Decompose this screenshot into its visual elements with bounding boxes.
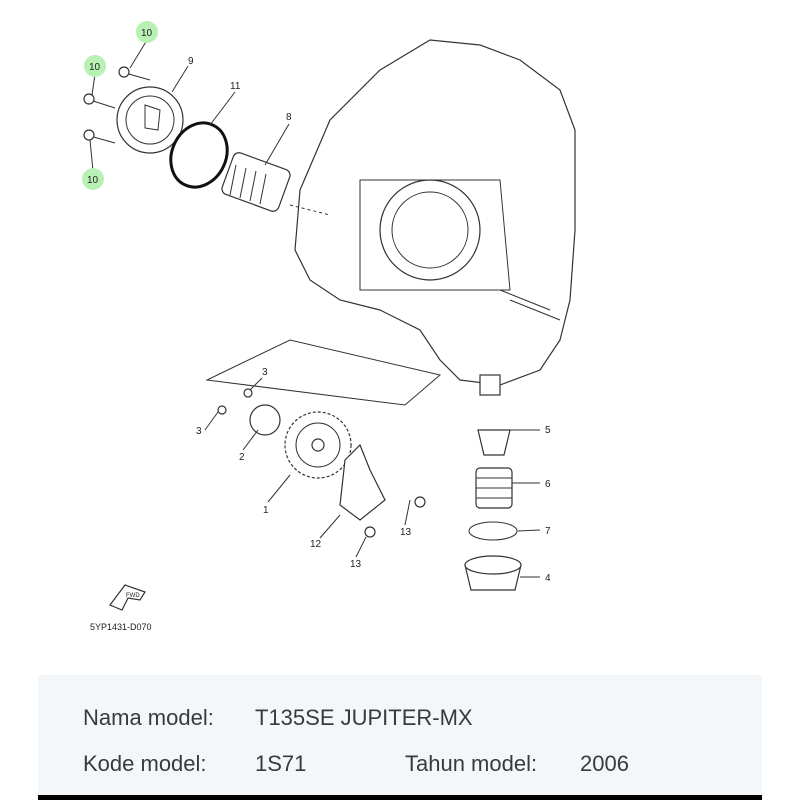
callout-4: 4	[545, 573, 551, 584]
model-year-label: Tahun model:	[405, 751, 538, 776]
callout-9: 9	[188, 56, 194, 67]
leader-lines	[89, 39, 541, 578]
model-name-label: Nama model:	[83, 705, 214, 730]
callout-5: 5	[545, 425, 551, 436]
model-info-panel: Nama model: T135SE JUPITER-MX Kode model…	[38, 675, 762, 795]
bolts	[83, 66, 151, 144]
callout-8: 8	[286, 112, 292, 123]
parts-diagram: 10 10 10 9 11 8 3 3 2 1 12 13 13 5 6 7 4…	[82, 21, 576, 632]
model-year-value: 2006	[580, 751, 629, 776]
callout-3b: 3	[196, 426, 202, 437]
callout-10a: 10	[141, 28, 153, 39]
strainer-stack	[464, 429, 522, 591]
oil-pump-group	[217, 388, 426, 538]
callout-13a: 13	[400, 527, 412, 538]
fwd-arrow-icon: FWD	[109, 584, 146, 611]
callout-1: 1	[263, 505, 269, 516]
callout-7: 7	[545, 526, 551, 537]
oil-filter-cover	[116, 86, 184, 154]
fwd-label: FWD	[126, 593, 140, 599]
o-ring-large	[169, 121, 229, 189]
callout-10c: 10	[87, 175, 99, 186]
callout-3a: 3	[262, 367, 268, 378]
callout-13b: 13	[350, 559, 362, 570]
model-name-value: T135SE JUPITER-MX	[255, 705, 473, 730]
crankcase-drawing	[205, 39, 576, 406]
callout-labels: 10 10 10 9 11 8 3 3 2 1 12 13 13 5 6 7 4	[82, 21, 551, 584]
bottom-bar	[38, 795, 762, 800]
callout-2: 2	[239, 452, 245, 463]
callout-11: 11	[230, 81, 241, 92]
callout-6: 6	[545, 479, 551, 490]
callout-10b: 10	[89, 62, 101, 73]
oil-filter	[221, 152, 291, 212]
model-code-value: 1S71	[255, 751, 307, 776]
callout-12: 12	[310, 539, 322, 550]
model-code-label: Kode model:	[83, 751, 207, 776]
drawing-code: 5YP1431-D070	[90, 622, 152, 632]
